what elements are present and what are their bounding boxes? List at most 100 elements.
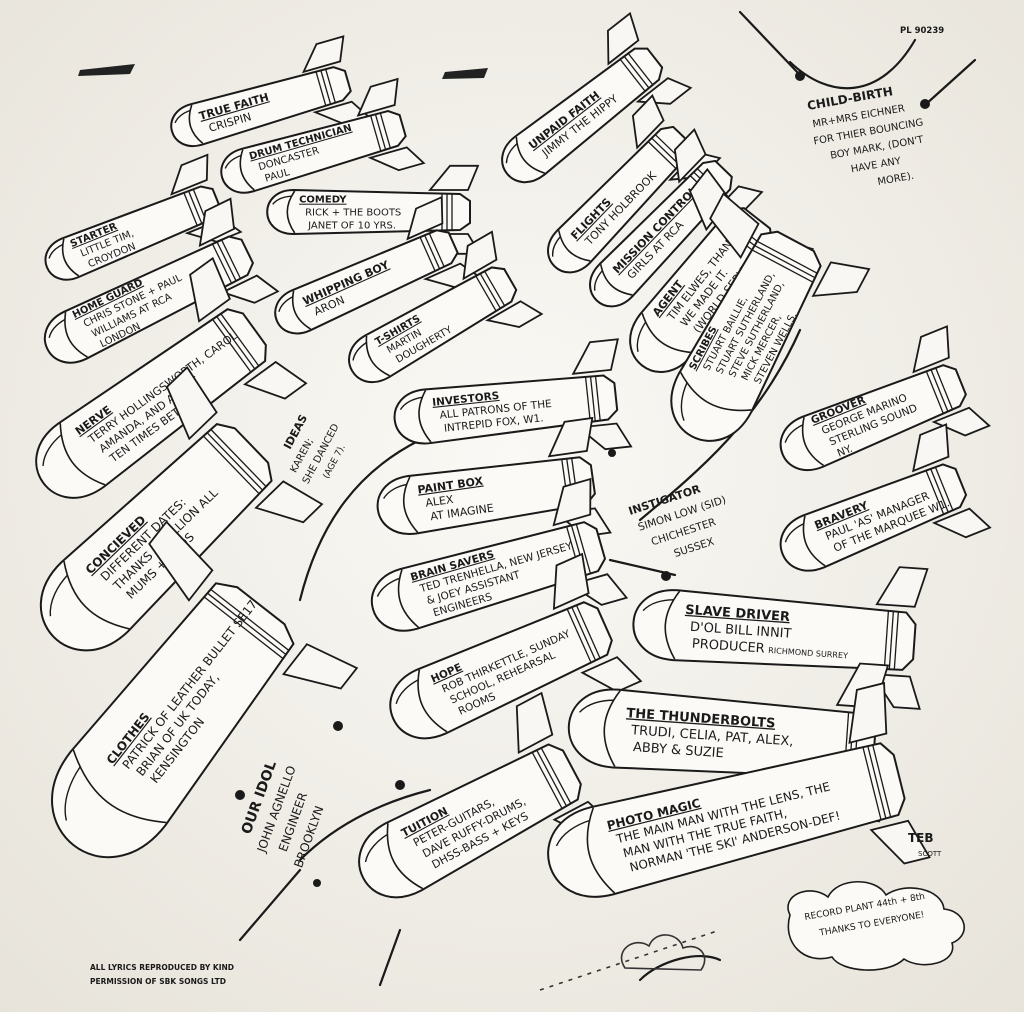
bomb-tail-ring <box>216 241 237 282</box>
bomb-fin <box>220 274 280 304</box>
bomb-highlight <box>376 577 400 597</box>
bomb-tail-ring <box>206 592 287 656</box>
bomb-band <box>64 312 88 358</box>
bomb-tail-ring <box>325 68 337 104</box>
bomb-tail-ring <box>619 58 646 92</box>
bomb-band <box>599 264 633 296</box>
bomb-tail-ring <box>536 749 568 807</box>
bomb-highlight <box>551 236 561 257</box>
bomb-fin <box>485 300 544 328</box>
bomb-highlight <box>278 296 294 313</box>
bomb-fin <box>148 520 214 602</box>
bomb-band <box>291 290 312 330</box>
bomb-tail-ring <box>930 468 949 513</box>
bomb-fin <box>254 480 324 524</box>
bomb-tail-ring <box>483 270 506 307</box>
bomb-body <box>376 456 596 535</box>
bomb-text-line: PRODUCER <box>691 637 765 657</box>
bomb-band <box>286 190 296 234</box>
bomb-tail-ring <box>871 744 892 818</box>
bomb-band <box>679 371 752 412</box>
bomb-band <box>365 335 390 377</box>
bomb-title: SLAVE DRIVER <box>685 603 791 625</box>
bomb-fin <box>165 366 218 441</box>
bomb-fin <box>243 360 308 400</box>
bomb-band <box>641 312 693 354</box>
bomb-band <box>417 669 448 733</box>
bomb-title: COMEDY <box>299 195 347 206</box>
bomb-body <box>274 229 459 335</box>
smoke-trails <box>238 10 977 987</box>
bomb-highlight <box>642 599 674 612</box>
bomb-highlight <box>48 318 66 339</box>
bomb-highlight <box>64 766 81 821</box>
bomb-highlight <box>48 243 64 259</box>
bomb-band <box>72 749 167 824</box>
bomb-tail-ring <box>475 275 497 312</box>
bomb-highlight <box>174 109 191 124</box>
artist-signature: TEB SCOTT <box>908 831 942 858</box>
bomb-tail-ring <box>862 746 882 821</box>
bomb-highlight <box>364 833 388 863</box>
bomb-band <box>59 423 106 486</box>
signature-name: TEB <box>908 831 934 845</box>
bomb-band <box>586 807 616 894</box>
bomb-band <box>386 823 424 890</box>
bomb-band <box>61 238 80 277</box>
bomb-text-line: JANET OF 10 YRS. <box>307 220 396 231</box>
bomb-highlight <box>352 342 367 361</box>
bomb-band <box>402 476 419 533</box>
bomb-fin <box>428 164 480 191</box>
cloud-note: RECORD PLANT 44th + 8th THANKS TO EVERYO… <box>787 881 965 971</box>
bomb-tail-ring <box>651 137 680 166</box>
bomb-tail-ring <box>370 115 382 152</box>
catalog-number: PL 90239 <box>900 26 944 36</box>
bomb-band <box>802 515 826 567</box>
bomb-fin <box>631 94 665 150</box>
bomb-tail-ring <box>203 596 284 660</box>
bomb-band <box>418 389 432 443</box>
bomb-fin <box>912 325 950 374</box>
bomb-tail-ring <box>594 375 601 421</box>
bomb-tail-ring <box>479 273 501 309</box>
bomb-tail-ring <box>925 371 944 414</box>
bomb-highlight <box>272 195 292 205</box>
bomb-tail-ring <box>867 745 887 820</box>
bomb-tail-ring <box>220 239 242 280</box>
bomb-fin <box>576 422 633 451</box>
bomb-tail-ring <box>209 428 267 488</box>
footer-credit: ALL LYRICS REPRODUCED BY KIND PERMISSION… <box>90 963 234 986</box>
bomb-body <box>220 110 407 194</box>
bomb-fin <box>931 406 991 437</box>
bomb-text-line: ALEX <box>425 493 455 510</box>
bomb-body <box>51 582 295 859</box>
explosions <box>235 71 930 887</box>
bomb-body <box>547 742 906 898</box>
bomb-band <box>801 417 824 467</box>
bomb-highlight <box>579 699 614 713</box>
bomb-body <box>389 601 613 740</box>
bomb-tail-ring <box>211 318 252 373</box>
bomb-fin <box>848 681 888 744</box>
bomb-highlight <box>42 434 62 466</box>
bomb-fin <box>547 416 594 458</box>
bomb-fin <box>170 153 209 196</box>
bomb-tail-ring <box>935 367 954 410</box>
bomb-body <box>358 743 582 899</box>
bomb-tail-ring <box>647 141 677 169</box>
bomb-highlight <box>395 679 419 705</box>
bomb-fin <box>811 261 871 297</box>
bomb-tail-ring <box>379 112 392 149</box>
bomb-fin <box>552 552 590 611</box>
bomb-tail-ring <box>206 432 264 491</box>
bomb-highlight <box>399 396 423 411</box>
bomb-fin <box>301 35 345 74</box>
footer-line: ALL LYRICS REPRODUCED BY KIND <box>90 963 234 972</box>
bomb-tail-ring <box>751 249 814 283</box>
bomb-tail-ring <box>575 604 601 659</box>
bomb-band <box>63 561 130 630</box>
bomb-text-line: RICK + THE BOOTS <box>305 208 401 219</box>
bomb-tail-ring <box>575 523 592 575</box>
